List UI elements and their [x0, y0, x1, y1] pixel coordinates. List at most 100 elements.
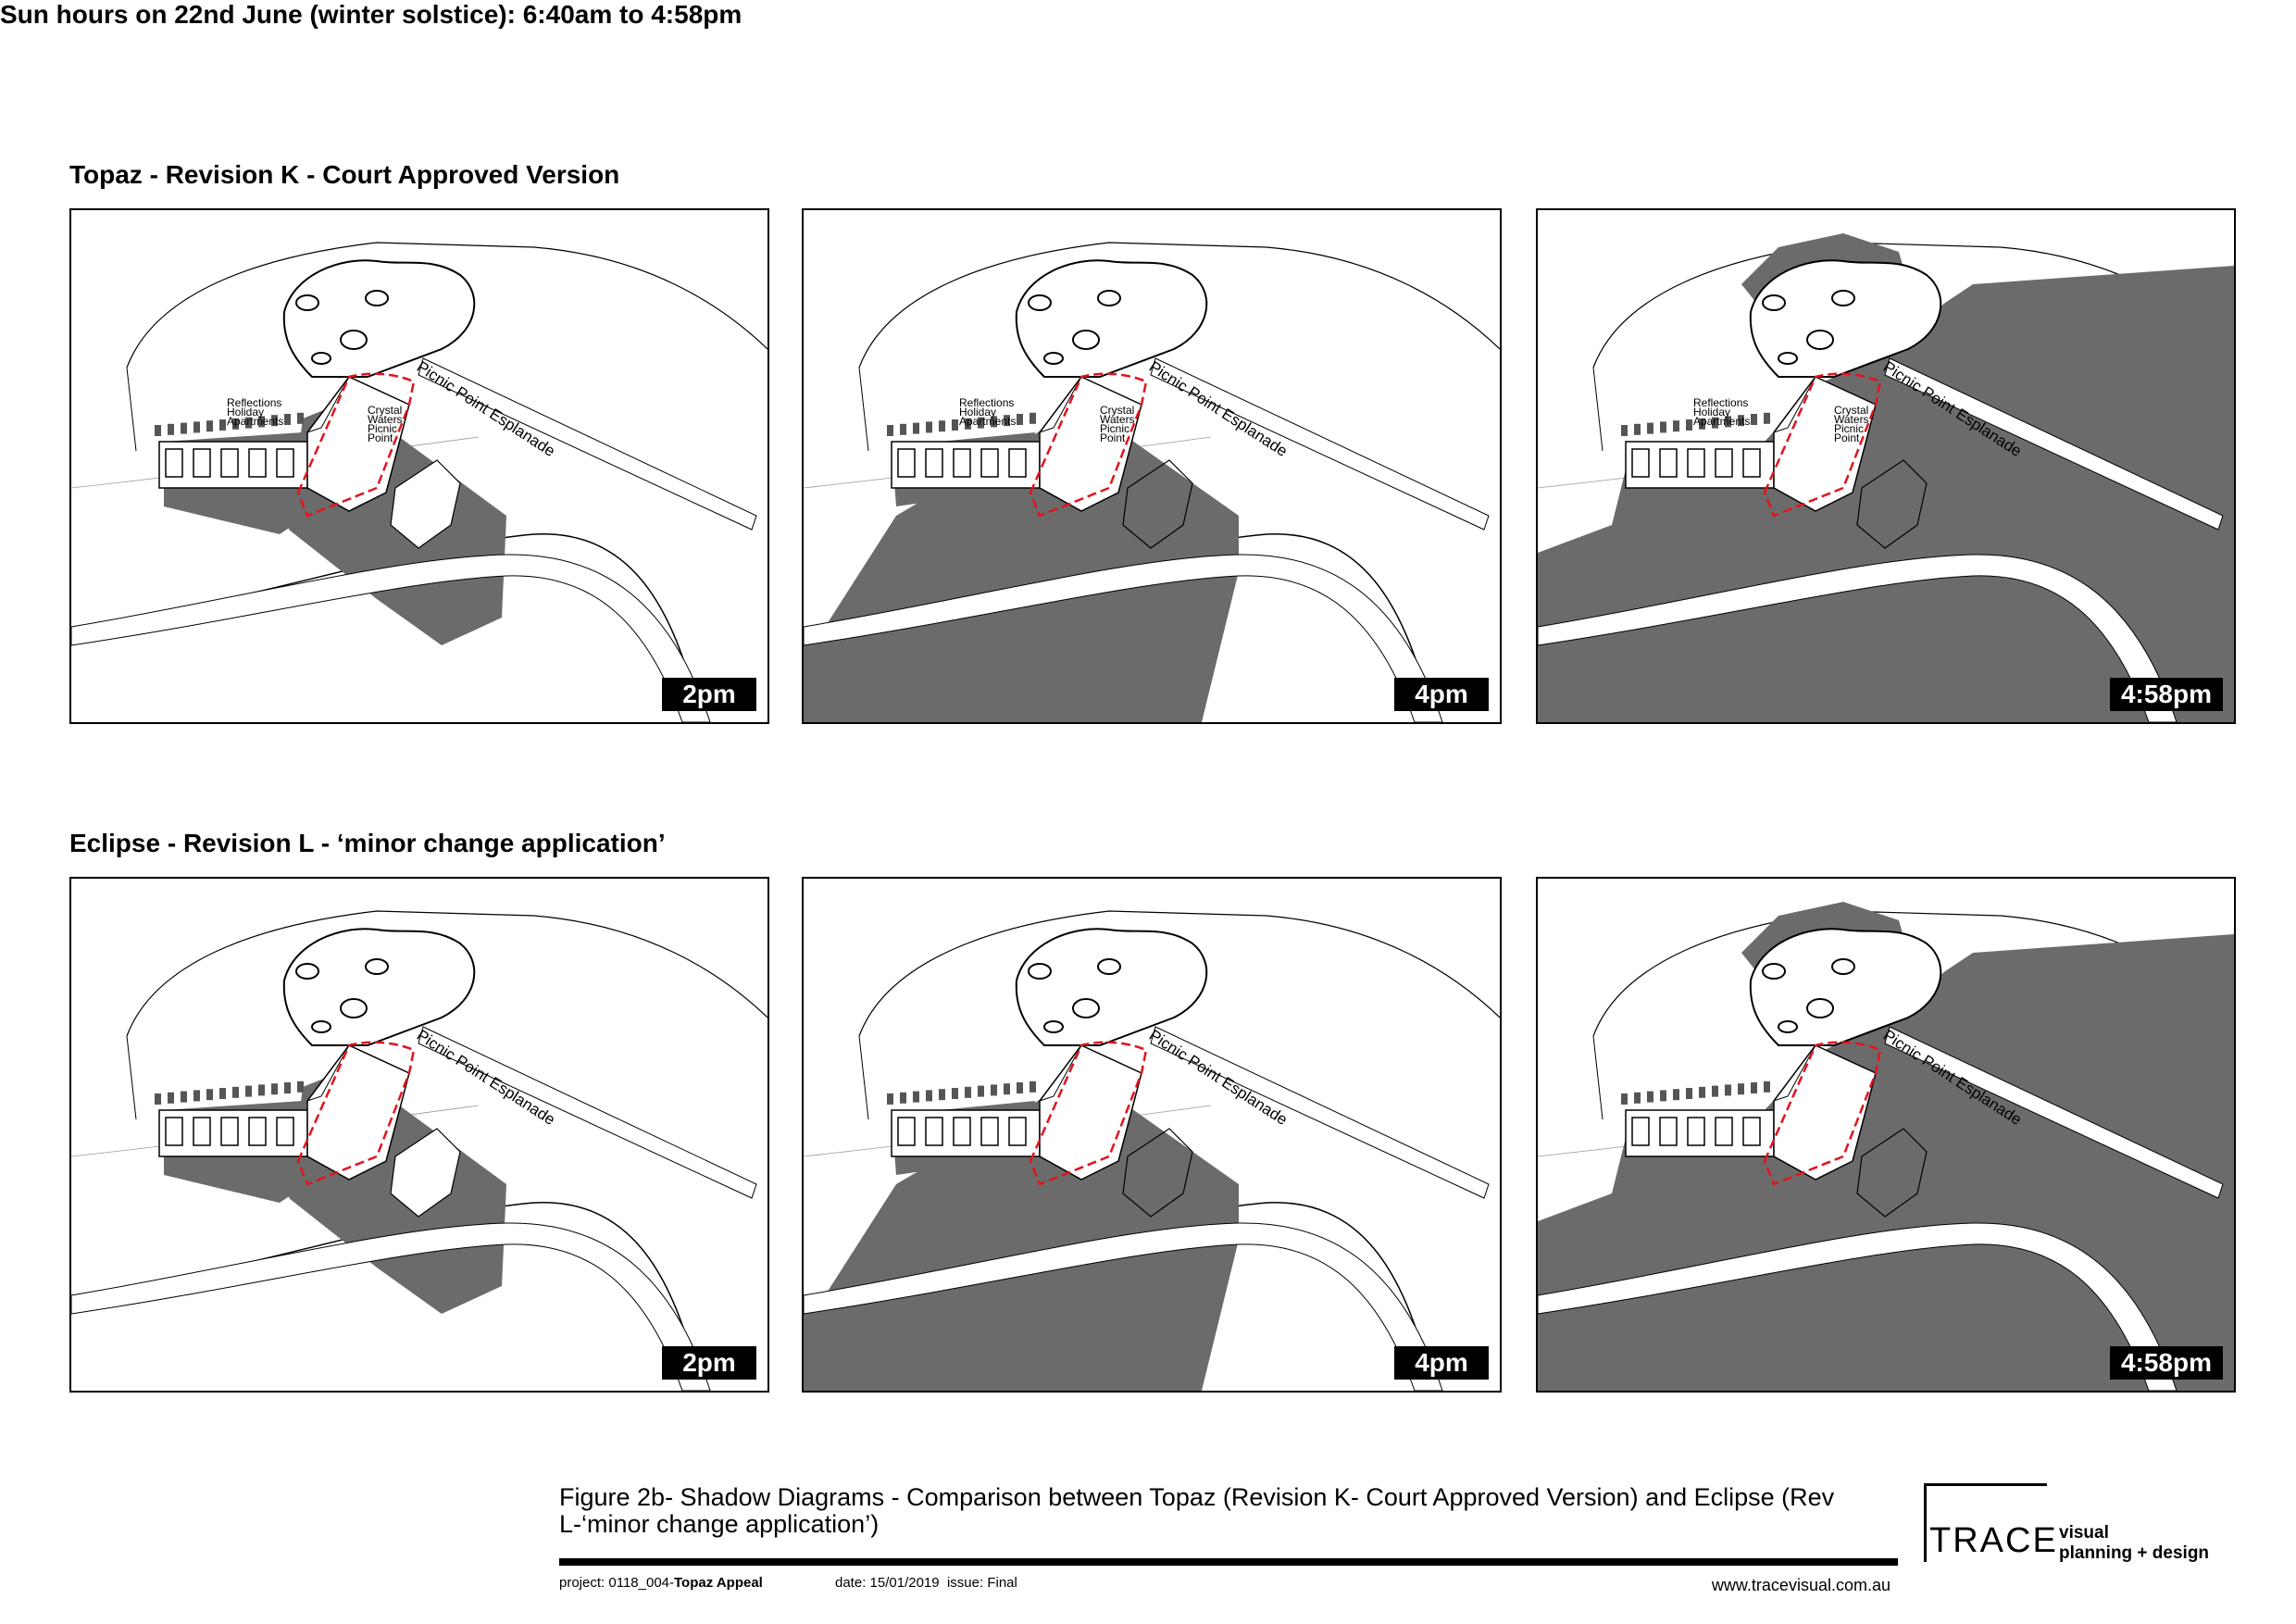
esplanade-strip — [1150, 357, 1490, 531]
planter-4 — [1043, 352, 1064, 365]
unit — [1687, 448, 1705, 478]
foreshore-edge — [126, 367, 137, 452]
building-stripe — [219, 419, 226, 431]
building-stripe — [1686, 1088, 1692, 1099]
footer-divider — [559, 1558, 1898, 1566]
crystal-waters-label: Point — [1834, 431, 1860, 444]
building-stripe — [1634, 423, 1641, 435]
unit — [1659, 448, 1678, 478]
date-info: date: 15/01/2019 issue: Final — [835, 1575, 1017, 1591]
building-stripe — [1017, 1082, 1023, 1093]
crystal-waters-label: Crystal — [368, 404, 402, 417]
park-feature — [1015, 928, 1208, 1046]
building-stripe — [1751, 1082, 1757, 1093]
time-badge: 2pm — [662, 678, 756, 711]
subject-building-edge — [306, 376, 350, 433]
website-link[interactable]: www.tracevisual.com.au — [1711, 1576, 1890, 1594]
issue-value: Final — [987, 1575, 1017, 1591]
unit — [1742, 1117, 1761, 1146]
planter-1 — [1762, 294, 1786, 311]
subject-building-edge — [1039, 376, 1082, 433]
unit — [220, 448, 239, 478]
building-stripe — [155, 1093, 161, 1105]
planter-1 — [295, 963, 319, 980]
unit — [276, 1117, 294, 1146]
building-stripe — [900, 1092, 906, 1104]
building-stripe — [271, 415, 278, 427]
site-boundary — [1029, 1041, 1148, 1186]
road-band — [1538, 1222, 2177, 1391]
building-stripe — [887, 425, 893, 436]
building-stripe — [168, 423, 174, 435]
time-badge: 2pm — [662, 1346, 756, 1380]
planter-3 — [1072, 330, 1100, 350]
unit — [1631, 448, 1650, 478]
planter-3 — [340, 330, 368, 350]
building-stripe — [1699, 418, 1705, 430]
reflections-label: Holiday — [227, 406, 264, 418]
building-stripe — [939, 1089, 945, 1101]
reflections-building — [1621, 1081, 1770, 1105]
reflections-label: Holiday — [1693, 406, 1730, 418]
building-stripe — [1004, 415, 1010, 427]
subject-building-edge — [306, 1044, 350, 1102]
unit — [193, 1117, 211, 1146]
building-stripe — [1621, 1093, 1628, 1105]
building-stripe — [297, 1081, 304, 1093]
unit — [1715, 1117, 1733, 1146]
building-stripe — [913, 1091, 919, 1103]
planter-2 — [1831, 290, 1855, 306]
building-stripe — [887, 1093, 893, 1105]
building-stripe — [1725, 1084, 1731, 1096]
date-value: 15/01/2019 — [869, 1575, 940, 1591]
building-stripe — [155, 425, 161, 436]
crystal-waters-label: Crystal — [1100, 404, 1134, 417]
building-stripe — [939, 420, 945, 432]
planter-1 — [1028, 294, 1052, 311]
diagram-eclipse-458pm: Picnic Point Esplanade 4:58pm — [1536, 877, 2236, 1393]
shadow-area-1 — [804, 1073, 1239, 1391]
unit — [925, 1117, 943, 1146]
building-stripe — [1751, 414, 1757, 425]
building-stripe — [926, 421, 932, 433]
road-label: Picnic Point Esplanade — [414, 357, 558, 460]
crystal-waters-label: Point — [368, 431, 393, 444]
park-feature — [1749, 259, 1942, 378]
planter-1 — [1028, 963, 1052, 980]
planter-2 — [1831, 958, 1855, 975]
reflections-label: Apartments — [959, 415, 1016, 428]
building-stripe — [1029, 412, 1036, 424]
planter-2 — [365, 290, 389, 306]
figure-caption: Figure 2b- Shadow Diagrams - Comparison … — [559, 1483, 1835, 1538]
shadow-diagram: Picnic Point Esplanade — [71, 910, 767, 1391]
planter-4 — [311, 1020, 331, 1033]
planter-2 — [1097, 290, 1121, 306]
planter-4 — [1043, 1020, 1064, 1033]
road-label: Picnic Point Esplanade — [1146, 357, 1291, 460]
foreshore-edge — [126, 1035, 137, 1120]
reflections-building — [887, 1081, 1036, 1105]
road-band — [71, 1222, 711, 1391]
building-stripe — [1004, 1083, 1010, 1095]
diagram-eclipse-4pm: Picnic Point Esplanade 4pm — [802, 877, 1502, 1393]
building-stripe — [193, 1090, 200, 1102]
unit — [165, 448, 183, 478]
unit — [953, 448, 971, 478]
reflections-building — [1621, 412, 1770, 436]
building-stripe — [965, 1086, 971, 1098]
building-stripe — [1660, 421, 1666, 433]
building-stripe — [1738, 415, 1744, 427]
foreshore-edge — [858, 1035, 869, 1120]
planter-2 — [1097, 958, 1121, 975]
crystal-waters-building — [390, 1128, 461, 1218]
building-stripe — [206, 420, 213, 432]
reflections-label: Apartments — [1693, 415, 1750, 428]
planter-2 — [365, 958, 389, 975]
building-stripe — [1738, 1083, 1744, 1095]
time-badge: 4pm — [1394, 1346, 1489, 1380]
building-stripe — [1029, 1081, 1036, 1093]
building-stripe — [258, 1084, 265, 1096]
crystal-waters-label: Waters — [1100, 413, 1135, 426]
building-stripe — [1647, 422, 1653, 434]
